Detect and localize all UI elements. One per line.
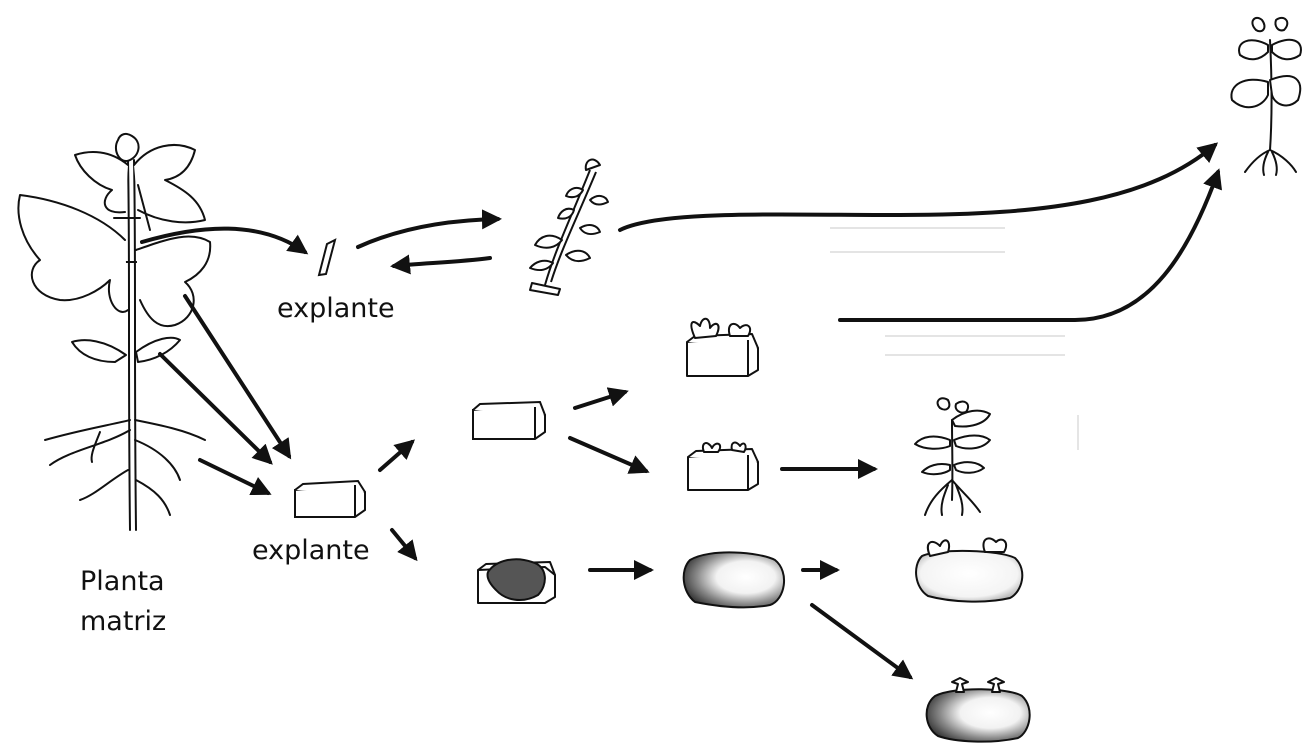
explant-label-bottom: explante — [252, 535, 370, 566]
final-plant-icon — [1230, 16, 1302, 176]
mother-plant-label-line1: Planta — [80, 566, 165, 597]
block-with-buds-icon — [687, 441, 759, 491]
faint-guide-lines — [830, 227, 1079, 450]
mother-plant-label-line2: matriz — [80, 606, 167, 637]
rooted-plantlet-icon — [914, 397, 991, 516]
arrow-shoots-to-final-plant — [838, 168, 1223, 322]
callus-with-buds-icon — [925, 677, 1031, 743]
tissue-block-icon — [294, 479, 366, 518]
mother-plant-label: Planta matriz — [80, 562, 166, 642]
arrow-callus-to-buds — [810, 603, 914, 680]
arrow-stem-to-block — [158, 352, 273, 465]
arrow-shoot-to-explant — [390, 254, 492, 275]
explant-label-top: explante — [277, 293, 395, 324]
arrow-root-to-block — [198, 458, 272, 496]
arrow-shoot-to-final-plant — [618, 142, 1219, 232]
callus-block-icon — [477, 558, 556, 604]
arrow-leaf-to-block — [183, 294, 292, 460]
process-arrows — [140, 142, 1223, 680]
arrow-explant-to-shoot — [356, 209, 502, 249]
arrow-block-to-shoots — [573, 387, 629, 410]
arrow-block-to-block — [378, 439, 416, 472]
arrow-block-to-callus-block — [390, 528, 418, 562]
callus-with-shoots-icon — [915, 537, 1024, 603]
callus-icon — [682, 551, 785, 609]
arrow-block-to-buds — [568, 436, 650, 474]
arrow-plant-to-stem-explant — [140, 226, 309, 255]
shoot-icon — [529, 158, 609, 296]
stem-segment-icon — [317, 238, 337, 277]
mother-plant-icon — [17, 132, 212, 531]
tissue-block-icon — [472, 400, 546, 440]
block-with-shoots-icon — [686, 317, 759, 377]
